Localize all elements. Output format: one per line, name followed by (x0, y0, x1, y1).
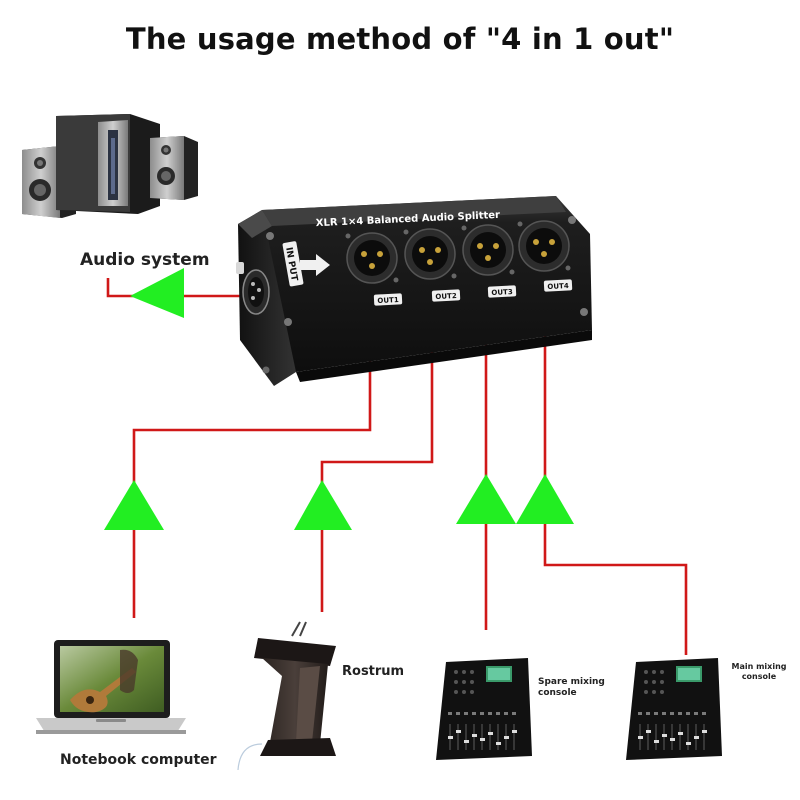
arrow-up-icon (104, 480, 164, 530)
input-label-plate (282, 241, 304, 287)
output-label-2: OUT2 (431, 289, 461, 302)
svg-text:OUT1: OUT1 (377, 296, 399, 305)
arrow-up-icon (516, 474, 574, 524)
speaker-system-icon (22, 114, 198, 218)
page-title: The usage method of "4 in 1 out" (125, 22, 675, 56)
label-audio-system: Audio system (80, 250, 210, 270)
cable-rostrum (320, 345, 434, 612)
output-label-1: OUT1 (373, 293, 403, 306)
laptop-icon (36, 640, 186, 734)
arrow-left-icon (130, 268, 184, 318)
xlr-connector-icon (517, 220, 571, 272)
rostrum-icon (237, 621, 336, 771)
cable-main-console (543, 335, 688, 655)
arrow-right-icon (300, 254, 330, 276)
xlr-connector-icon (345, 232, 399, 284)
xlr-connector-icon (236, 262, 270, 315)
label-rostrum: Rostrum (342, 664, 405, 679)
label-notebook-computer: Notebook computer (60, 752, 217, 768)
mixing-console-icon (626, 658, 722, 760)
svg-text:OUT3: OUT3 (491, 288, 513, 297)
output-label-3: OUT3 (487, 285, 517, 298)
arrow-up-icon (294, 480, 352, 530)
label-spare-mixing-console: Spare mixing console (538, 677, 605, 698)
output-label-4: OUT4 (543, 279, 573, 292)
xlr-splitter-device: XLR 1×4 Balanced Audio Splitter IN PUT (236, 196, 592, 386)
xlr-connector-icon (403, 228, 457, 280)
mixing-console-icon (436, 658, 532, 760)
cable-notebook (132, 345, 372, 618)
signal-arrows (104, 268, 574, 530)
arrow-up-icon (456, 474, 516, 524)
xlr-connector-icon (461, 224, 515, 276)
svg-text:OUT4: OUT4 (547, 282, 569, 291)
cable-audio-system (106, 278, 250, 298)
svg-text:OUT2: OUT2 (435, 292, 457, 301)
label-main-mixing-console: Main mixing console (731, 662, 787, 681)
